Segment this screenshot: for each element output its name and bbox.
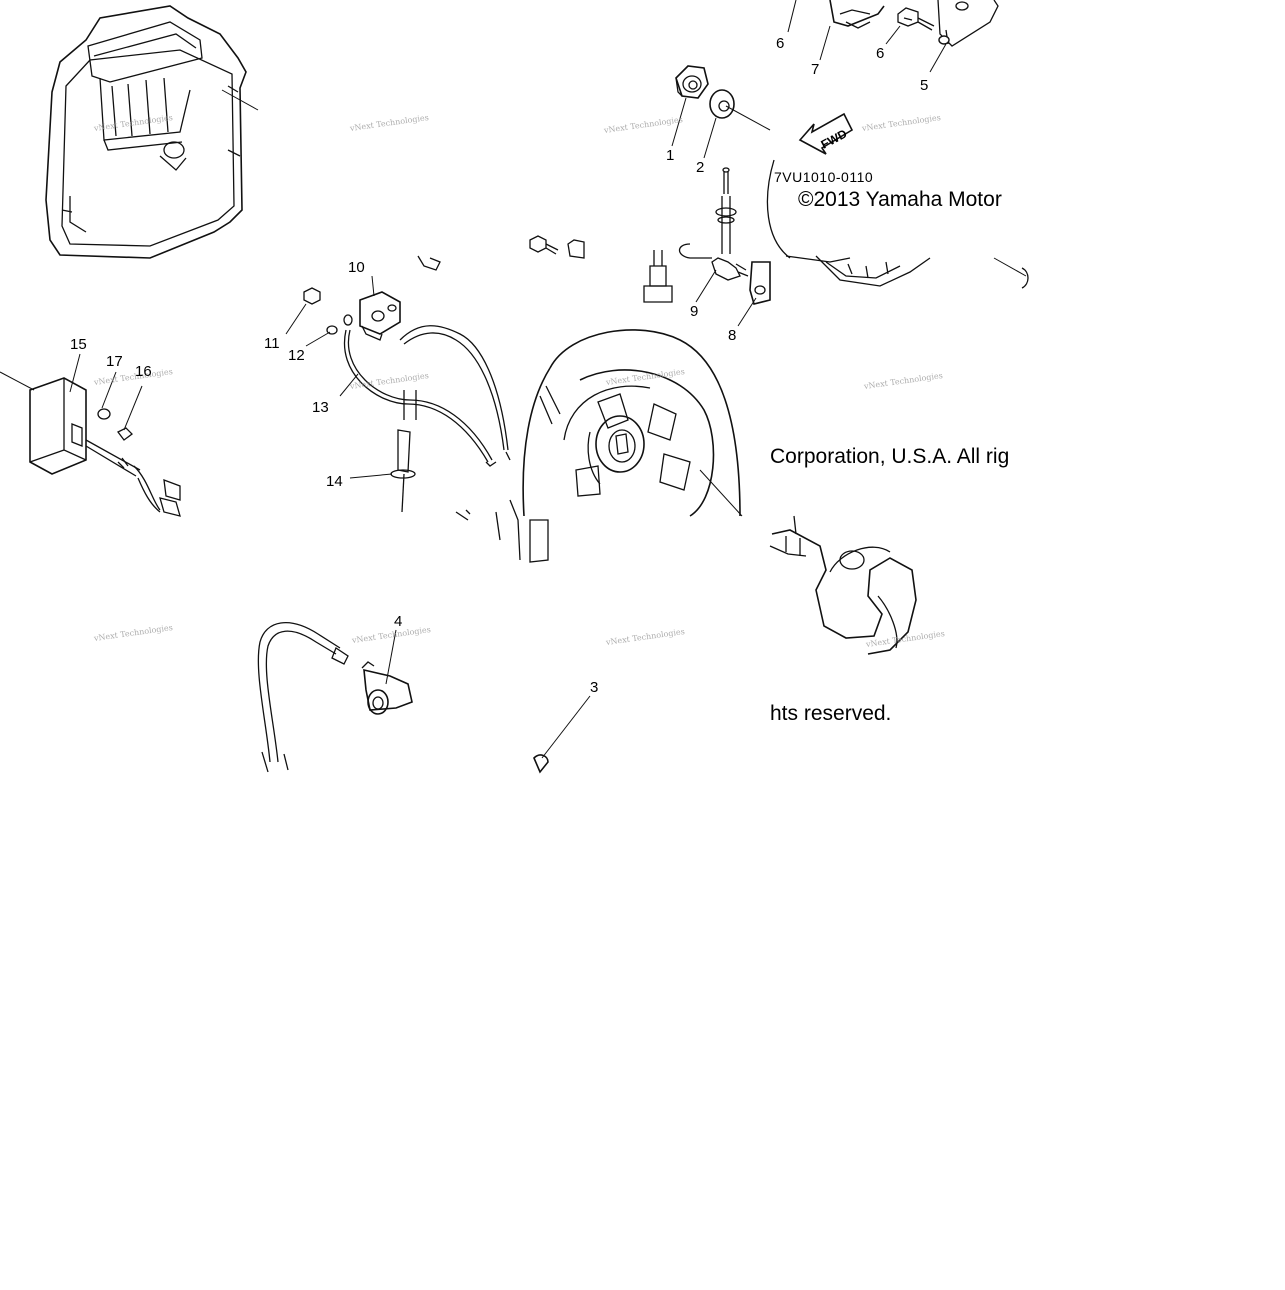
callout-4: 4 — [394, 613, 402, 630]
callout-16: 16 — [135, 363, 152, 380]
callout-12: 12 — [288, 347, 305, 364]
copyright-line-1: ©2013 Yamaha Motor — [798, 188, 1002, 211]
callout-17: 17 — [106, 353, 123, 370]
callout-labels: 1 2 3 4 5 6 6 7 8 9 10 11 12 13 14 15 16… — [70, 35, 928, 696]
crankshaft-drawing — [769, 515, 917, 655]
woodruff-key-drawing — [533, 695, 591, 774]
watermark: vNext Technologies — [348, 113, 429, 133]
callout-3: 3 — [590, 679, 598, 696]
watermark: vNext Technologies — [864, 629, 945, 649]
forward-arrow-icon: FWD — [798, 112, 854, 155]
watermark: vNext Technologies — [92, 623, 173, 643]
callout-8: 8 — [728, 327, 736, 344]
watermark: vNext Technologies — [604, 627, 685, 647]
callout-11: 11 — [264, 335, 280, 352]
flywheel-cover-drawing — [45, 5, 259, 259]
part-code: 7VU1010-0110 — [774, 169, 873, 185]
ignition-coil-assembly-drawing — [285, 275, 511, 513]
callout-9: 9 — [690, 303, 698, 320]
fwd-label: FWD — [819, 126, 850, 151]
watermark: vNext Technologies — [92, 367, 173, 387]
callout-2: 2 — [696, 159, 704, 176]
nut-and-washer-drawing — [671, 65, 771, 159]
callout-15: 15 — [70, 336, 87, 353]
watermark: vNext Technologies — [862, 371, 943, 391]
cdi-unit-drawing — [0, 353, 181, 517]
pulser-bracket-drawing — [787, 0, 999, 73]
watermark: vNext Technologies — [602, 115, 683, 135]
copyright-line-2: Corporation, U.S.A. All rig — [770, 445, 1009, 468]
copyright-backdrop — [794, 182, 1030, 210]
callout-7: 7 — [811, 61, 819, 78]
watermark: vNext Technologies — [92, 113, 173, 133]
watermark: vNext Technologies — [350, 625, 431, 645]
callout-1: 1 — [666, 147, 674, 164]
callout-5: 5 — [920, 77, 928, 94]
callout-13: 13 — [312, 399, 329, 416]
callout-10: 10 — [348, 259, 365, 276]
stator-upper-drawing — [766, 159, 1029, 289]
callout-14: 14 — [326, 473, 343, 490]
copyright-line-3: hts reserved. — [770, 702, 891, 725]
pulser-coil-drawing — [643, 167, 771, 327]
watermark: vNext Technologies — [860, 113, 941, 133]
callout-6-right: 6 — [876, 45, 884, 62]
spark-plug-cap-drawing — [257, 622, 413, 773]
callout-6-left: 6 — [776, 35, 784, 52]
flywheel-rotor-drawing — [455, 329, 743, 563]
small-bolts-drawing — [417, 235, 585, 271]
